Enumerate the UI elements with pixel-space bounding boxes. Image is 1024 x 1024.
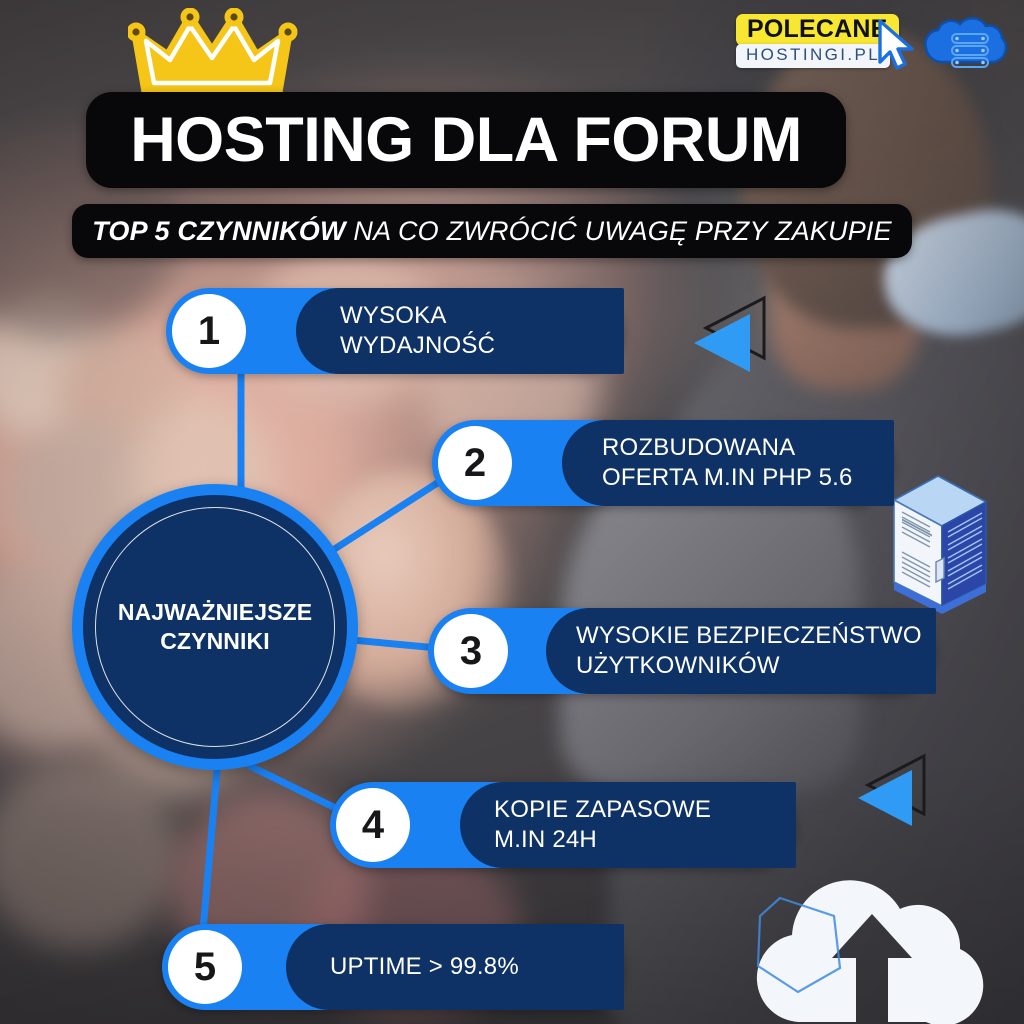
factor-label-line-2: M.IN 24H	[494, 826, 597, 853]
factor-item-5[interactable]: UPTIME > 99.8% 5	[162, 924, 624, 1010]
logo-sub-text: HOSTINGI.PL	[746, 45, 881, 64]
factor-number-badge: 1	[172, 294, 246, 368]
hexagon-outline-icon	[756, 896, 842, 994]
cloud-upload-icon	[756, 880, 984, 1024]
factor-label-line-1: WYSOKIE BEZPIECZEŃSTWO	[576, 621, 922, 649]
center-hub-line-2: CZYNNIKI	[160, 628, 270, 654]
center-hub-label: NAJWAŻNIEJSZE CZYNNIKI	[118, 598, 312, 655]
factor-label: WYSOKIE BEZPIECZEŃSTWO UŻYTKOWNIKÓW	[576, 621, 922, 681]
factor-label-line-1: WYSOKA	[340, 301, 447, 329]
factor-number: 3	[459, 629, 483, 673]
subtitle-bold-part: TOP 5 CZYNNIKÓW	[92, 215, 346, 246]
factor-item-4[interactable]: KOPIE ZAPASOWE M.IN 24H 4	[330, 782, 796, 868]
factor-number: 5	[193, 945, 217, 989]
subtitle-rest-part: NA CO ZWRÓCIĆ UWAGĘ PRZY ZAKUPIE	[345, 215, 892, 246]
factor-label: ROZBUDOWANA OFERTA M.IN PHP 5.6	[602, 433, 853, 493]
factor-pill-body: KOPIE ZAPASOWE M.IN 24H	[460, 782, 796, 868]
factor-number-badge: 2	[438, 426, 512, 500]
factor-number: 2	[463, 441, 487, 485]
factor-label: UPTIME > 99.8%	[330, 952, 519, 982]
factor-label: WYSOKA WYDAJNOŚĆ	[340, 301, 495, 361]
play-triangle-icon	[694, 295, 766, 372]
factor-pill-body: WYSOKA WYDAJNOŚĆ	[296, 288, 624, 374]
logo-badge-polecane: POLECANE	[736, 14, 899, 46]
factor-label-line-1: UPTIME > 99.8%	[330, 952, 519, 980]
factor-item-2[interactable]: ROZBUDOWANA OFERTA M.IN PHP 5.6 2	[432, 420, 894, 506]
crown-icon	[128, 8, 298, 97]
page-title: HOSTING DLA FORUM	[130, 105, 802, 175]
factor-label-line-2: UŻYTKOWNIKÓW	[576, 652, 780, 679]
title-banner: HOSTING DLA FORUM	[86, 92, 846, 188]
factor-number-badge: 5	[168, 930, 242, 1004]
factor-number-badge: 4	[336, 788, 410, 862]
factor-item-1[interactable]: WYSOKA WYDAJNOŚĆ 1	[166, 288, 624, 374]
logo-sub-hostingi: HOSTINGI.PL	[736, 44, 891, 68]
factor-number-badge: 3	[434, 614, 508, 688]
factor-label-line-2: OFERTA M.IN PHP 5.6	[602, 464, 853, 491]
page-subtitle: TOP 5 CZYNNIKÓW NA CO ZWRÓCIĆ UWAGĘ PRZY…	[92, 216, 892, 247]
factor-label: KOPIE ZAPASOWE M.IN 24H	[494, 795, 711, 855]
factor-pill-body: WYSOKIE BEZPIECZEŃSTWO UŻYTKOWNIKÓW	[546, 608, 936, 694]
cursor-arrow-icon	[878, 19, 914, 70]
crowd-blob	[0, 760, 180, 950]
play-triangle-icon	[858, 753, 926, 826]
factor-number: 1	[197, 309, 221, 353]
subtitle-banner: TOP 5 CZYNNIKÓW NA CO ZWRÓCIĆ UWAGĘ PRZY…	[72, 204, 912, 258]
factor-pill-body: UPTIME > 99.8%	[286, 924, 624, 1010]
center-hub-line-1: NAJWAŻNIEJSZE	[117, 599, 313, 626]
factor-label-line-1: KOPIE ZAPASOWE	[494, 795, 712, 823]
brand-logo[interactable]: POLECANE HOSTINGI.PL	[726, 8, 1016, 88]
center-hub: NAJWAŻNIEJSZE CZYNNIKI	[72, 484, 358, 770]
factor-item-3[interactable]: WYSOKIE BEZPIECZEŃSTWO UŻYTKOWNIKÓW 3	[428, 608, 936, 694]
logo-badge-text: POLECANE	[747, 15, 888, 43]
factor-number: 4	[361, 803, 385, 847]
server-rack-icon	[892, 475, 988, 614]
factor-label-line-2: WYDAJNOŚĆ	[340, 332, 496, 359]
cloud-server-icon	[924, 17, 1008, 68]
factor-label-line-1: ROZBUDOWANA	[602, 433, 796, 461]
factor-pill-body: ROZBUDOWANA OFERTA M.IN PHP 5.6	[562, 420, 894, 506]
connector-to-5	[199, 756, 222, 934]
